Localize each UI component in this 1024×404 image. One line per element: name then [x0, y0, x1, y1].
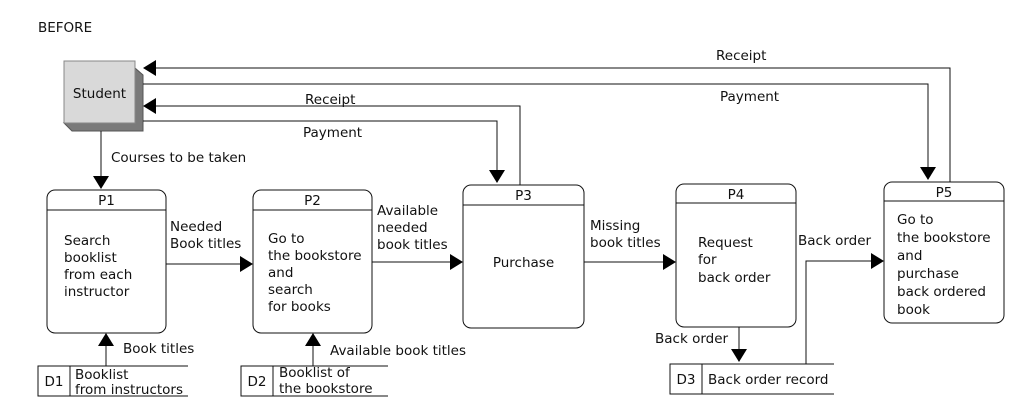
flow-label-payment-p5: Payment	[720, 89, 779, 105]
process-p4-id: P4	[728, 187, 745, 203]
flow-label-receipt-p5: Receipt	[716, 48, 766, 64]
process-p2: P2 Go to the bookstore and search for bo…	[252, 189, 373, 334]
data-store-d2-text: Booklist of the bookstore	[279, 365, 373, 397]
flow-label-payment-p3: Payment	[303, 125, 362, 141]
flow-courses	[93, 131, 109, 189]
data-store-d3: D3 Back order record	[669, 363, 834, 395]
process-p1-id: P1	[98, 193, 115, 209]
flow-label-backorder-d3: Back order	[655, 331, 729, 347]
data-store-d3-text: Back order record	[708, 372, 828, 388]
process-p3-id: P3	[515, 188, 532, 204]
process-p3: P3 Purchase	[462, 184, 585, 329]
diagram-header: BEFORE	[38, 20, 92, 36]
process-p2-text: Go to the bookstore and search for books	[268, 231, 366, 315]
student-entity: Student	[62, 60, 144, 132]
process-p1-text: Search booklist from each instructor	[64, 233, 137, 300]
flow-label-courses: Courses to be taken	[111, 150, 246, 166]
data-store-d2: D2 Booklist of the bookstore	[240, 365, 388, 397]
process-p5: P5 Go to the bookstore and purchase back…	[883, 181, 1005, 324]
flow-backorder-d3	[731, 327, 747, 362]
flow-label-available: Available needed book titles	[377, 203, 448, 253]
flow-label-book-titles: Book titles	[123, 341, 194, 357]
process-p4: P4 Request for back order	[675, 183, 797, 328]
flow-label-backorder-p5: Back order	[798, 233, 872, 249]
process-p5-id: P5	[936, 185, 953, 201]
flow-backorder-p5	[805, 253, 884, 364]
process-p4-text: Request for back order	[698, 235, 771, 286]
flow-receipt-p3	[143, 98, 521, 185]
flow-needed	[166, 256, 253, 272]
student-label: Student	[73, 86, 126, 102]
process-p3-text: Purchase	[493, 255, 554, 271]
data-store-d1: D1 Booklist from instructors	[37, 365, 188, 398]
flow-payment-p5	[143, 83, 936, 180]
data-store-d1-text: Booklist from instructors	[75, 367, 183, 398]
flow-book-titles	[98, 333, 114, 366]
flow-label-needed: Needed Book titles	[170, 219, 241, 252]
flow-label-receipt-p3: Receipt	[305, 92, 355, 108]
flow-available	[372, 254, 463, 270]
process-p2-id: P2	[304, 193, 321, 209]
data-store-d2-id: D2	[248, 374, 267, 390]
process-p5-text: Go to the bookstore and purchase back or…	[897, 212, 995, 318]
data-store-d1-id: D1	[45, 374, 64, 390]
flow-payment-p3	[143, 120, 505, 183]
flow-available-titles	[305, 333, 321, 366]
flow-receipt-p5	[143, 60, 951, 182]
flow-label-missing: Missing book titles	[590, 218, 661, 251]
data-store-d3-id: D3	[677, 372, 696, 388]
process-p1: P1 Search booklist from each instructor	[46, 189, 167, 334]
flow-label-available-titles: Available book titles	[330, 343, 466, 359]
flow-missing	[584, 254, 676, 270]
